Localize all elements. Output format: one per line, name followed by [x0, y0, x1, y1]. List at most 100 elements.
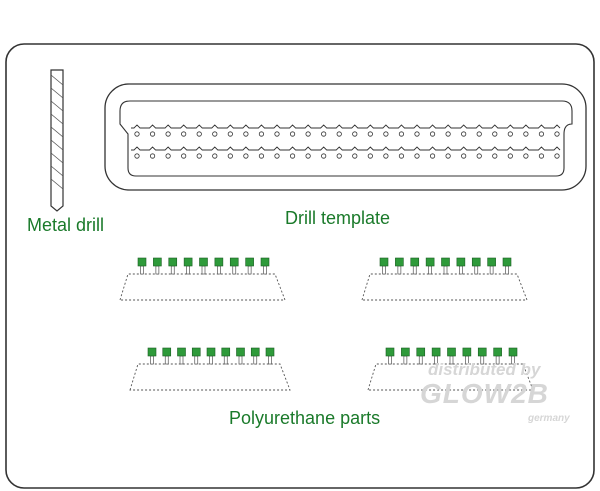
- template-hole: [212, 153, 218, 159]
- watermark-line1: distributed by: [428, 360, 541, 379]
- pin-head: [385, 347, 395, 357]
- pin-head: [441, 257, 450, 267]
- pin-head: [401, 347, 410, 357]
- pin-head: [502, 257, 512, 267]
- pin-stem: [474, 265, 479, 275]
- pin-stem: [194, 355, 199, 365]
- pin-head: [260, 257, 270, 267]
- template-hole: [538, 153, 545, 159]
- pin-stem: [268, 355, 272, 365]
- template-hole: [383, 131, 389, 137]
- pin-head: [431, 347, 441, 357]
- template-hole: [523, 153, 529, 159]
- pin-stem: [232, 265, 237, 275]
- template-hole: [289, 153, 296, 159]
- template-hole: [196, 131, 202, 137]
- template-hole: [289, 131, 296, 137]
- outer-frame: [5, 43, 595, 489]
- drill-template: [104, 83, 587, 191]
- template-hole: [398, 153, 405, 159]
- pin-head: [462, 347, 472, 357]
- metal-drill-label: Metal drill: [27, 215, 105, 235]
- pin-head: [183, 257, 193, 267]
- template-hole: [305, 131, 311, 137]
- pin-stem: [150, 355, 154, 365]
- pin-head: [147, 347, 157, 357]
- template-hole: [398, 131, 405, 137]
- part-base: [361, 273, 528, 301]
- template-hole: [212, 131, 218, 137]
- pin-head: [447, 347, 456, 357]
- pin-stem: [223, 355, 228, 365]
- template-hole: [383, 153, 389, 159]
- template-hole: [476, 153, 482, 159]
- template-hole: [476, 131, 482, 137]
- template-hole: [181, 153, 187, 159]
- pin-stem: [140, 265, 144, 275]
- template-hole: [243, 131, 249, 137]
- pin-stem: [382, 265, 386, 275]
- template-hole: [414, 153, 420, 159]
- pin-head: [137, 257, 147, 267]
- template-hole: [165, 153, 171, 159]
- template-hole: [492, 153, 498, 159]
- pin-stem: [412, 265, 417, 275]
- pin-stem: [443, 265, 448, 275]
- pin-stem: [388, 355, 392, 365]
- watermark-logo: GLOW2B: [420, 378, 549, 409]
- pin-head: [153, 257, 162, 267]
- pin-head: [265, 347, 275, 357]
- pin-head: [199, 257, 208, 267]
- watermark-line3: germany: [528, 413, 570, 424]
- pin-stem: [403, 355, 408, 365]
- template-hole-rows: [131, 124, 561, 159]
- template-hole: [445, 153, 451, 159]
- pin-stem: [247, 265, 252, 275]
- template-hole: [321, 131, 327, 137]
- pin-stem: [397, 265, 402, 275]
- template-hole: [196, 153, 202, 159]
- pin-stem: [164, 355, 169, 365]
- pin-stem: [253, 355, 258, 365]
- pin-head: [177, 347, 186, 357]
- pin-head: [493, 347, 502, 357]
- template-hole: [336, 153, 342, 159]
- template-hole: [321, 153, 327, 159]
- template-hole: [461, 131, 467, 137]
- template-hole: [165, 131, 171, 137]
- template-hole: [227, 153, 233, 159]
- template-hole: [492, 131, 498, 137]
- part-base: [119, 273, 286, 301]
- template-hole: [149, 131, 156, 137]
- polyurethane-part: [119, 257, 286, 301]
- pin-head: [456, 257, 466, 267]
- pin-head: [236, 347, 245, 357]
- pin-head: [221, 347, 231, 357]
- pin-head: [214, 257, 224, 267]
- pin-head: [229, 257, 239, 267]
- template-hole: [523, 131, 529, 137]
- template-hole: [258, 131, 265, 137]
- pin-stem: [217, 265, 221, 275]
- pin-head: [191, 347, 201, 357]
- polyurethane-part: [129, 347, 291, 391]
- pin-stem: [179, 355, 184, 365]
- template-hole: [243, 153, 249, 159]
- pin-head: [477, 347, 487, 357]
- template-hole: [352, 153, 358, 159]
- template-hole: [352, 131, 358, 137]
- template-hole: [507, 131, 513, 137]
- template-hole: [134, 131, 140, 137]
- pin-head: [471, 257, 481, 267]
- pin-head: [245, 257, 254, 267]
- pin-stem: [201, 265, 206, 275]
- pin-stem: [170, 265, 175, 275]
- template-hole: [305, 153, 311, 159]
- pin-head: [410, 257, 420, 267]
- template-hole: [554, 153, 560, 159]
- template-hole: [367, 131, 373, 137]
- template-hole: [367, 153, 373, 159]
- polyurethane-part: [367, 347, 534, 391]
- template-hole: [461, 153, 467, 159]
